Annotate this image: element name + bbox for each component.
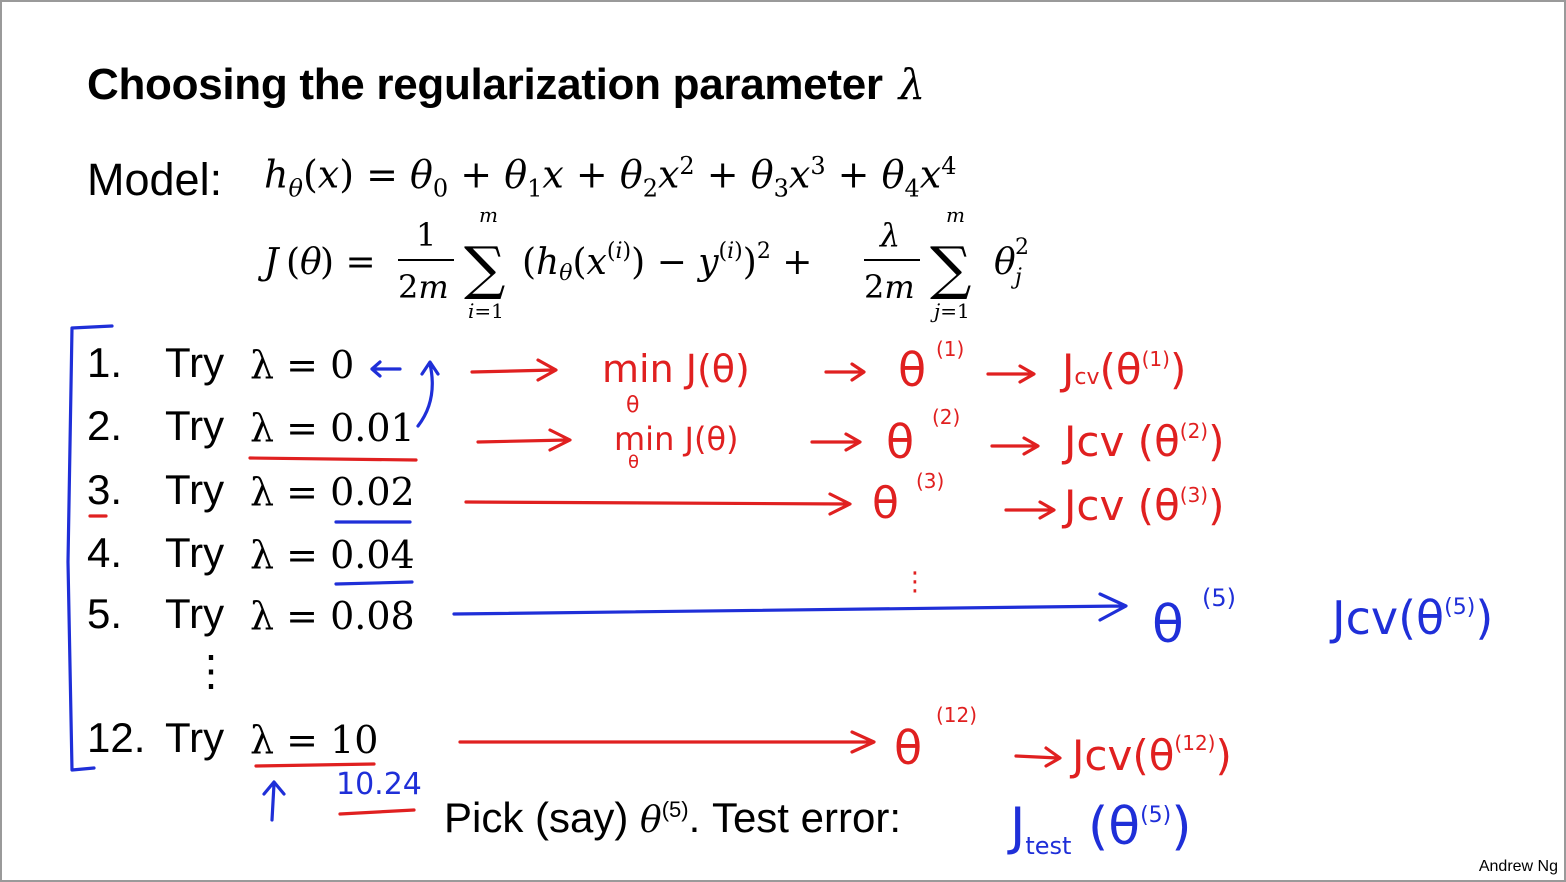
arrow-right-icon bbox=[452, 592, 1128, 622]
svg-text:j=1: j=1 bbox=[930, 299, 970, 323]
svg-text:θ: θ bbox=[898, 343, 926, 397]
svg-text:∑: ∑ bbox=[930, 234, 971, 302]
trial-lambda: λ = 0.01 bbox=[250, 406, 415, 450]
svg-text:θ: θ bbox=[994, 242, 1016, 283]
svg-text:Jtest (θ(5)): Jtest (θ(5)) bbox=[1007, 797, 1192, 860]
trial-item: 5. Try λ = 0.08 bbox=[87, 590, 415, 638]
trial-lambda: λ = 0.08 bbox=[250, 594, 415, 638]
bracket-mark bbox=[66, 324, 114, 772]
svg-text:) =: ) = bbox=[320, 242, 376, 283]
underline-mark bbox=[338, 808, 416, 816]
svg-text:(1): (1) bbox=[936, 337, 964, 361]
trial-number: 12. bbox=[87, 714, 146, 761]
svg-text:(2): (2) bbox=[932, 405, 960, 429]
underline-mark bbox=[334, 580, 414, 586]
trial-lambda: λ = 0 bbox=[250, 343, 355, 387]
svg-text:min J(θ): min J(θ) bbox=[602, 347, 750, 391]
svg-text:Jcv(θ(5)): Jcv(θ(5)) bbox=[1329, 591, 1493, 645]
svg-text:Jcv (θ(3)): Jcv (θ(3)) bbox=[1061, 481, 1225, 530]
svg-text:min J(θ): min J(θ) bbox=[614, 420, 739, 458]
svg-text:(: ( bbox=[286, 242, 300, 283]
arrow-right-icon bbox=[476, 428, 572, 452]
svg-text:θ: θ bbox=[894, 721, 922, 775]
trial-item: 2. Try λ = 0.01 bbox=[87, 402, 415, 450]
arrow-right-icon bbox=[470, 358, 558, 382]
trial-lambda: λ = 0.04 bbox=[250, 533, 415, 577]
svg-text:m: m bbox=[946, 203, 965, 227]
note-text: 10.24 bbox=[336, 767, 422, 802]
arrow-up-icon bbox=[262, 780, 286, 822]
trial-verb: Try bbox=[165, 714, 225, 761]
arrow-right-icon bbox=[986, 364, 1036, 384]
trial-verb: Try bbox=[165, 402, 225, 449]
model-label: Model: bbox=[87, 154, 223, 205]
trial-number: 2. bbox=[87, 402, 123, 449]
underline-mark bbox=[248, 456, 418, 462]
svg-text:i=1: i=1 bbox=[468, 299, 504, 323]
svg-text:θ: θ bbox=[1152, 595, 1184, 655]
pick-statement: Pick (say) θ(5). Test error: bbox=[444, 794, 901, 841]
arrow-right-icon bbox=[464, 492, 852, 516]
svg-text:θ: θ bbox=[628, 452, 639, 473]
trial-verb: Try bbox=[165, 529, 225, 576]
svg-text:∑: ∑ bbox=[464, 234, 505, 302]
arrow-left-icon bbox=[370, 360, 402, 378]
svg-text:(3): (3) bbox=[916, 469, 944, 493]
svg-text:θ: θ bbox=[872, 478, 899, 529]
lambda-symbol: λ bbox=[898, 60, 926, 109]
author-credit: Andrew Ng bbox=[1478, 858, 1558, 875]
svg-text:m: m bbox=[479, 203, 498, 227]
svg-text:Jcv (θ(2)): Jcv (θ(2)) bbox=[1061, 417, 1225, 466]
trial-number: 5. bbox=[87, 590, 123, 637]
slide-title: Choosing the regularization parameter λ bbox=[87, 60, 926, 109]
trial-lambda: λ = 10 bbox=[250, 718, 379, 762]
trial-number: 4. bbox=[87, 529, 123, 576]
trial-verb: Try bbox=[165, 466, 225, 513]
svg-text:1: 1 bbox=[416, 216, 436, 254]
trial-item: 4. Try λ = 0.04 bbox=[87, 529, 415, 577]
trial-number: 1. bbox=[87, 339, 123, 386]
svg-text:2: 2 bbox=[1015, 235, 1029, 260]
arrow-right-icon bbox=[990, 436, 1040, 456]
trial-item: 3. Try λ = 0.02 bbox=[87, 466, 415, 514]
trial-verb: Try bbox=[165, 339, 225, 386]
svg-text:Jcv(θ(12)): Jcv(θ(12)) bbox=[1069, 731, 1232, 780]
arrow-right-icon bbox=[1004, 500, 1056, 520]
list-ellipsis: ⋮ bbox=[190, 647, 232, 694]
hypothesis-equation: hθ(x) = θ0 + θ1x + θ2x2 + θ3x3 + θ4x4 bbox=[264, 152, 957, 203]
trial-item: 12. Try λ = 10 bbox=[87, 714, 378, 762]
underline-mark bbox=[254, 762, 376, 768]
svg-text:θ: θ bbox=[626, 393, 639, 418]
svg-text:2m: 2m bbox=[398, 268, 449, 306]
svg-text:2m: 2m bbox=[864, 268, 915, 306]
svg-text:λ: λ bbox=[878, 216, 900, 254]
trial-item: 1. Try λ = 0 bbox=[87, 339, 354, 387]
arrow-right-icon bbox=[1014, 746, 1062, 768]
svg-text:(5): (5) bbox=[1202, 584, 1236, 612]
trial-verb: Try bbox=[165, 590, 225, 637]
arrow-right-icon bbox=[458, 730, 876, 754]
svg-text:θ: θ bbox=[886, 415, 914, 469]
svg-text:θ: θ bbox=[300, 242, 322, 283]
svg-text:Jcv(θ(1)): Jcv(θ(1)) bbox=[1059, 345, 1186, 394]
trial-number: 3. bbox=[87, 466, 123, 513]
svg-text:(12): (12) bbox=[936, 703, 977, 727]
arrow-right-icon bbox=[824, 362, 866, 382]
trial-lambda: λ = 0.02 bbox=[250, 470, 415, 514]
svg-text:⋮: ⋮ bbox=[902, 567, 928, 597]
arrow-up-icon bbox=[416, 360, 440, 428]
arrow-right-icon bbox=[810, 432, 862, 452]
